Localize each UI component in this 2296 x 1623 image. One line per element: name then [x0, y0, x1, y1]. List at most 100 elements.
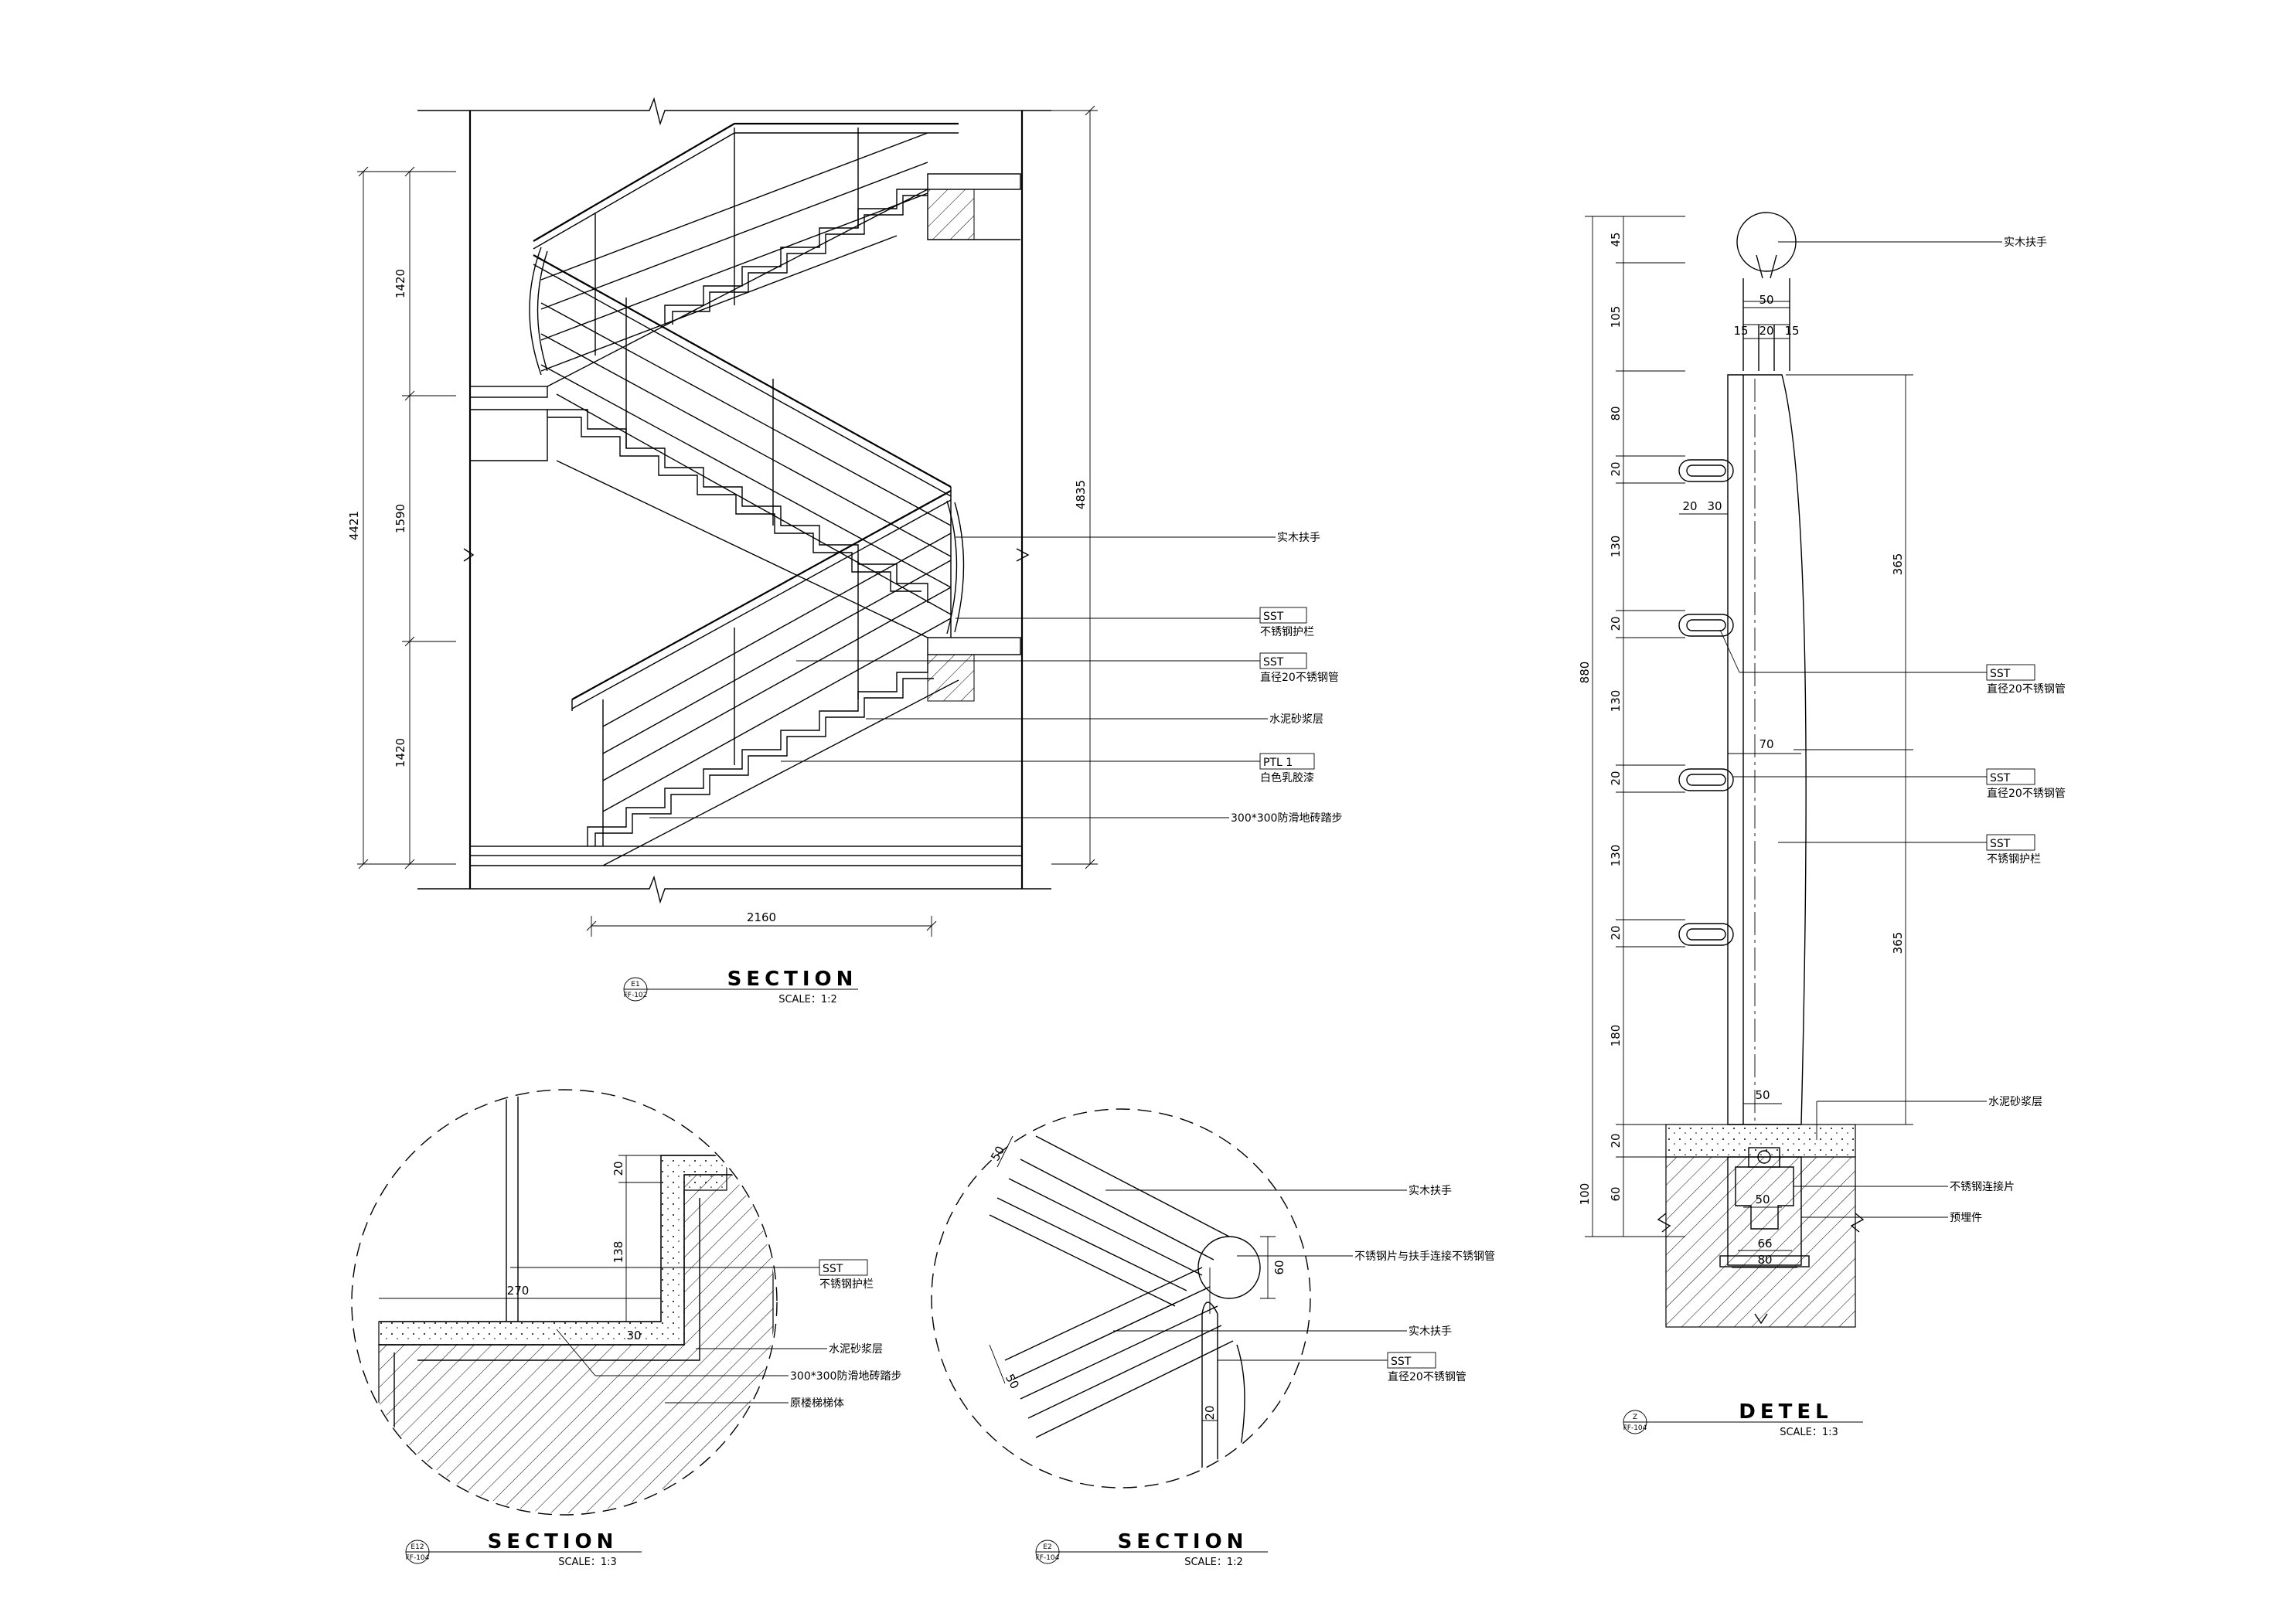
dim-flight-mid: 1590 — [393, 504, 407, 533]
section3-callouts: 实木扶手 不锈钢片与扶手连接不锈钢管 实木扶手 SST 直径20不锈钢管 — [1105, 1185, 1495, 1383]
callout-handrail: 实木扶手 — [1277, 532, 1320, 544]
detail-total: 880 — [1578, 662, 1592, 684]
svg-text:50: 50 — [1755, 1088, 1770, 1102]
section3-title: SECTION — [1118, 1530, 1248, 1553]
middle-flight-steps — [547, 409, 928, 603]
svg-text:20: 20 — [1609, 461, 1623, 476]
svg-text:E12: E12 — [410, 1543, 424, 1551]
callout-mortar: 水泥砂浆层 — [1269, 713, 1323, 726]
svg-text:20: 20 — [611, 1161, 625, 1176]
svg-text:130: 130 — [1609, 845, 1623, 867]
svg-text:SST: SST — [1990, 668, 2011, 680]
handrail-corner-view: 50 50 60 20 实木扶手 不锈钢片与扶手连接不锈钢管 实木扶手 SST … — [931, 1108, 1495, 1568]
svg-text:实木扶手: 实木扶手 — [1409, 1325, 1452, 1338]
section1-callouts: 实木扶手 SST 不锈钢护栏 SST 直径20不锈钢管 水泥砂浆层 PTL 1 … — [649, 532, 1342, 825]
svg-text:不锈钢片与扶手连接不锈钢管: 不锈钢片与扶手连接不锈钢管 — [1354, 1250, 1495, 1263]
section3-scale: SCALE：1:2 — [1184, 1557, 1243, 1568]
callout-tag-sst-2: SST — [1263, 656, 1284, 669]
svg-text:20: 20 — [1609, 616, 1623, 631]
svg-text:水泥砂浆层: 水泥砂浆层 — [1988, 1096, 2042, 1108]
svg-text:SST: SST — [823, 1263, 843, 1275]
svg-text:预埋件: 预埋件 — [1950, 1212, 1982, 1224]
dim-flight-top: 1420 — [393, 269, 407, 298]
svg-text:20: 20 — [1759, 324, 1773, 338]
dim-overall: 4835 — [1074, 480, 1088, 509]
svg-text:130: 130 — [1609, 690, 1623, 713]
lower-railing — [571, 490, 952, 846]
right-dimension: 4835 — [1051, 105, 1098, 869]
detail-title: DETEL — [1739, 1400, 1832, 1424]
upper-railing — [529, 122, 959, 376]
svg-text:365: 365 — [1891, 553, 1905, 576]
section1-scale: SCALE：1:2 — [778, 994, 837, 1005]
svg-text:Z: Z — [1633, 1414, 1637, 1421]
svg-text:实木扶手: 实木扶手 — [2004, 236, 2047, 249]
svg-text:30: 30 — [626, 1329, 641, 1342]
callout-guardrail: 不锈钢护栏 — [1260, 626, 1314, 638]
baluster-detail-view: 45 105 80 20 130 20 130 20 130 20 180 20… — [1578, 212, 2066, 1438]
svg-text:138: 138 — [611, 1241, 625, 1264]
top-break-line — [417, 97, 1051, 126]
bottom-break-line — [417, 875, 1051, 904]
detail-circle-step — [351, 1089, 778, 1516]
svg-text:365: 365 — [1891, 932, 1905, 954]
svg-text:SST: SST — [1391, 1356, 1412, 1368]
dim-flight-bottom: 1420 — [393, 738, 407, 767]
svg-text:50: 50 — [1003, 1372, 1022, 1392]
detail-small-dims: 50 15 20 15 20 30 70 50 50 66 80 — [1679, 293, 1801, 1268]
baluster-panel — [1727, 374, 1807, 1125]
svg-text:180: 180 — [1609, 1025, 1623, 1047]
svg-text:15: 15 — [1733, 324, 1748, 338]
dim-total-height: 4421 — [347, 511, 361, 540]
callout-tag-ptl: PTL 1 — [1263, 757, 1293, 769]
svg-text:105: 105 — [1609, 306, 1623, 328]
svg-text:SST: SST — [1990, 772, 2011, 784]
svg-text:20: 20 — [1682, 499, 1697, 513]
horizontal-tubes — [1678, 459, 1734, 946]
svg-text:20: 20 — [1203, 1405, 1217, 1420]
svg-text:水泥砂浆层: 水泥砂浆层 — [829, 1343, 883, 1356]
section1-title-block: E1 FF-102 SECTION SCALE：1:2 — [623, 968, 858, 1005]
detail-title-block: Z FF-104 DETEL SCALE：1:3 — [1623, 1400, 1863, 1438]
callout-tag-sst-1: SST — [1263, 611, 1284, 623]
section2-scale: SCALE：1:3 — [558, 1557, 617, 1568]
svg-text:80: 80 — [1609, 406, 1623, 420]
callout-pipe: 直径20不锈钢管 — [1260, 671, 1339, 684]
step-detail-view: 20 138 270 30 SST 不锈钢护栏 水泥砂浆层 300*300防滑地… — [351, 1089, 901, 1568]
step-detail-dims: 20 138 270 30 — [379, 1155, 661, 1342]
svg-text:FF-104: FF-104 — [1623, 1424, 1647, 1432]
detail-right-dims: 365 365 — [1786, 374, 1913, 1125]
section2-title-block: E12 FF-104 SECTION SCALE：1:3 — [405, 1530, 642, 1568]
svg-text:直径20不锈钢管: 直径20不锈钢管 — [1987, 682, 2066, 696]
callout-tile: 300*300防滑地砖踏步 — [1231, 812, 1342, 825]
svg-text:50: 50 — [1755, 1193, 1770, 1206]
svg-text:130: 130 — [1609, 536, 1623, 558]
upper-flight-steps — [664, 189, 928, 325]
landings — [469, 173, 1023, 866]
middle-railing — [533, 254, 965, 638]
svg-text:70: 70 — [1759, 737, 1773, 751]
stair-section-view: 4421 1420 1590 1420 4835 2160 实木扶手 — [347, 97, 1342, 1005]
svg-text:300*300防滑地砖踏步: 300*300防滑地砖踏步 — [790, 1370, 901, 1383]
section2-title: SECTION — [488, 1530, 618, 1553]
section2-callouts: SST 不锈钢护栏 水泥砂浆层 300*300防滑地砖踏步 原楼梯梯体 — [510, 1259, 901, 1410]
svg-text:60: 60 — [1272, 1260, 1286, 1274]
detail-circle-handrail — [931, 1108, 1311, 1489]
svg-text:直径20不锈钢管: 直径20不锈钢管 — [1987, 787, 2066, 800]
svg-text:50: 50 — [1759, 293, 1773, 307]
svg-text:原楼梯梯体: 原楼梯梯体 — [790, 1397, 844, 1410]
svg-text:E1: E1 — [631, 981, 639, 988]
svg-text:不锈钢连接片: 不锈钢连接片 — [1950, 1180, 2015, 1193]
svg-text:15: 15 — [1784, 324, 1799, 338]
left-dimension-chain: 4421 1420 1590 1420 — [347, 166, 456, 869]
callout-latex-paint: 白色乳胶漆 — [1260, 771, 1314, 784]
dim-width: 2160 — [747, 910, 776, 924]
svg-text:60: 60 — [1609, 1186, 1623, 1201]
svg-text:30: 30 — [1707, 499, 1722, 513]
svg-text:45: 45 — [1609, 232, 1623, 247]
svg-text:80: 80 — [1757, 1253, 1772, 1267]
handrail-corner-dims: 50 50 60 20 — [988, 1135, 1286, 1421]
svg-text:不锈钢护栏: 不锈钢护栏 — [819, 1278, 874, 1291]
svg-text:66: 66 — [1757, 1237, 1772, 1250]
